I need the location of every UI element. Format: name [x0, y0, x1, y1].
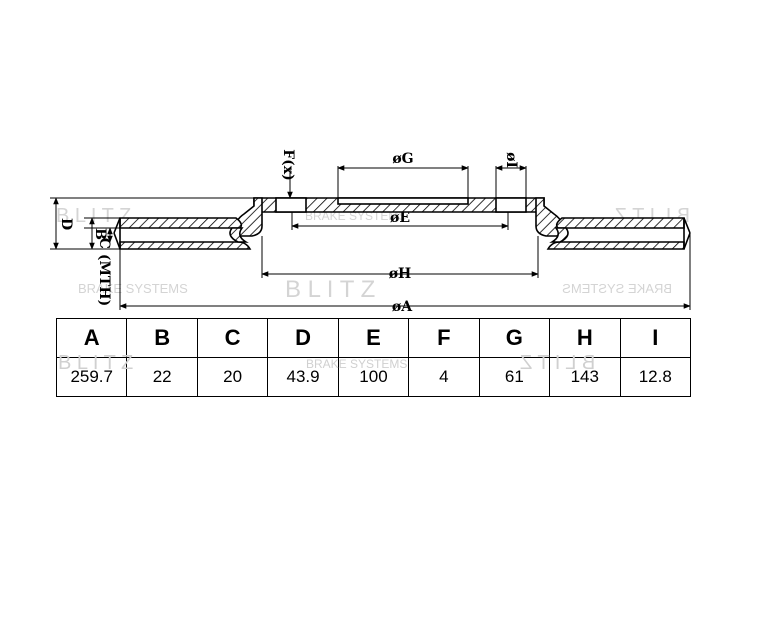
table-value-row: 259.7 22 20 43.9 100 4 61 143 12.8 [55, 357, 691, 397]
value-cell-f: 4 [408, 357, 480, 397]
label-a: øA [392, 299, 413, 315]
header-cell-c: C [196, 318, 269, 358]
value-cell-d: 43.9 [267, 357, 339, 397]
dimension-spec-table: A B C D E F G H I 259.7 22 20 43.9 100 4… [55, 318, 691, 397]
label-c: C (MTH) [96, 238, 112, 306]
value-cell-a: 259.7 [55, 357, 128, 397]
value-cell-h: 143 [549, 357, 621, 397]
dimension-lines [50, 165, 691, 310]
watermark-brand-left: B L I T Z [56, 205, 131, 227]
header-cell-a: A [55, 318, 128, 358]
watermark-sub-right-mirrored: BRAKE SYSTEMS [562, 281, 672, 296]
label-e: øE [390, 210, 410, 226]
header-cell-b: B [126, 318, 198, 358]
label-f: F(x) [280, 149, 296, 181]
left-ring-lower [119, 241, 252, 250]
right-vent-web [549, 227, 569, 243]
watermark-sub-left: BRAKE SYSTEMS [78, 281, 188, 296]
header-cell-e: E [337, 318, 410, 358]
header-cell-g: G [478, 318, 551, 358]
value-cell-i: 12.8 [619, 357, 691, 397]
header-cell-i: I [619, 318, 691, 358]
right-ring-upper [555, 217, 685, 229]
label-b: B [92, 228, 108, 240]
label-i: øI [503, 152, 519, 168]
watermark-brand-center: B L I T Z [285, 276, 375, 303]
value-cell-e: 100 [337, 357, 410, 397]
left-ring-upper [119, 217, 243, 229]
header-cell-d: D [267, 318, 339, 358]
table-header-row: A B C D E F G H I [55, 318, 691, 358]
value-cell-c: 20 [196, 357, 269, 397]
header-cell-h: H [549, 318, 621, 358]
value-cell-g: 61 [478, 357, 551, 397]
label-h: øH [389, 266, 412, 282]
label-g: øG [392, 151, 413, 167]
label-d: D [58, 218, 74, 230]
left-vent-web [229, 227, 249, 243]
dimension-labels: D B C (MTH) F(x) øG øI øE øH øA [58, 149, 519, 315]
header-cell-f: F [408, 318, 480, 358]
disc-section [113, 197, 691, 250]
value-cell-b: 22 [126, 357, 198, 397]
right-ring-lower [546, 241, 685, 250]
watermark-group: B L I T Z B L I T Z BRAKE SYSTEMS BRAKE … [56, 205, 690, 303]
